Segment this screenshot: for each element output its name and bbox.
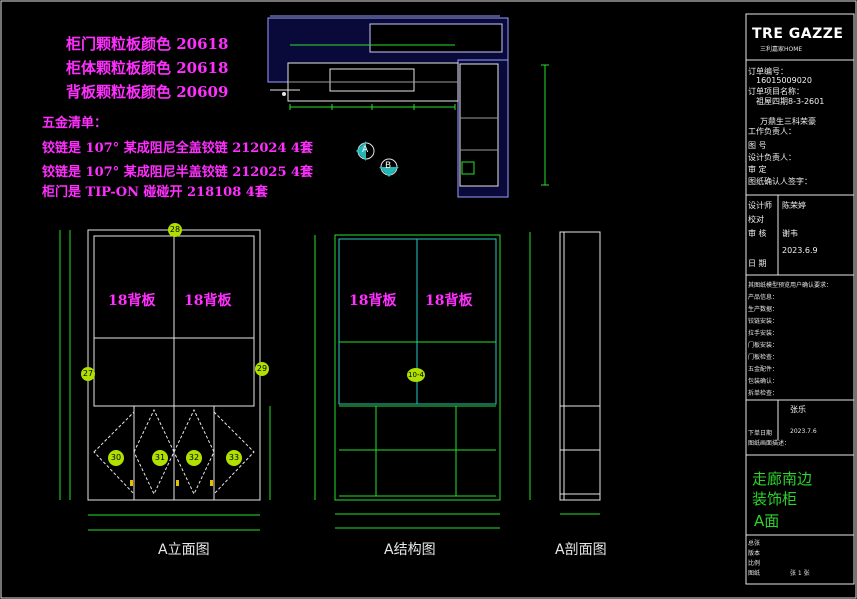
body-color-note: 柜体颗粒板颜色 20618 — [66, 59, 229, 77]
marker-a-label: A — [362, 145, 369, 155]
tb-row: 祖屋四期8-3-2601 — [756, 97, 825, 106]
hardware-item: 铰链是 107° 某成阻尼全盖铰链 212024 4套 — [42, 141, 314, 156]
section-view — [529, 231, 601, 515]
tb-check: 铰链安装： — [748, 318, 779, 325]
plan-detail-box — [461, 161, 475, 175]
back-panel-label: 18背板 — [108, 293, 156, 309]
tb-check: 生产数据： — [748, 306, 779, 313]
part-tag: 33 — [226, 450, 242, 466]
structure-outline — [334, 234, 501, 501]
tb-footer: 比例 — [748, 560, 761, 567]
brand-logo: TRE GAZZE — [752, 26, 844, 42]
part-tag: 29 — [255, 362, 269, 376]
tb-field-value: 陈荣婷 — [782, 201, 806, 210]
back-panel-label: 18背板 — [184, 293, 232, 309]
tb-footer: 版本 — [748, 550, 761, 557]
section-outline — [559, 231, 601, 501]
structure-caption: A结构图 — [384, 542, 436, 558]
tb-footer: 图纸 — [748, 570, 761, 577]
plan-drawer — [329, 68, 415, 92]
brand-subtitle: 三利嘉家HOME — [760, 46, 803, 53]
tb-row: 审 定 — [748, 165, 767, 174]
door-color-note: 柜门颗粒板颜色 20618 — [66, 35, 229, 53]
tb-check: 门板安装： — [748, 342, 779, 349]
tb-reviewer: 张乐 — [790, 405, 806, 414]
tb-field-label: 设计师 — [748, 201, 772, 210]
tb-field-label: 审 核 — [748, 229, 767, 238]
section-caption: A剖面图 — [555, 542, 607, 558]
tb-row: 图纸确认人签字： — [748, 177, 812, 186]
tb-row: 万鼎生三科荣豪 — [760, 117, 816, 126]
back-panel-label: 18背板 — [425, 293, 473, 309]
tb-row: 16015009020 — [756, 76, 812, 85]
plan-cabinet-b — [459, 63, 499, 187]
title-block-frame — [745, 13, 855, 585]
tb-footer: 张 1 张 — [790, 570, 810, 577]
structure-view — [314, 234, 501, 529]
project-name-line: A面 — [754, 512, 780, 530]
tb-drawing-label: 图纸画面描述： — [748, 440, 791, 447]
tb-check: 门板检查： — [748, 354, 779, 361]
tb-row: 设计负责人： — [748, 153, 796, 162]
tb-row: 订单项目名称： — [748, 87, 804, 96]
hardware-item: 铰链是 107° 某成阻尼半盖铰链 212025 4套 — [42, 165, 314, 180]
tb-row: 订单编号： — [748, 67, 788, 76]
part-tag: 30 — [108, 450, 124, 466]
tb-row: 工作负责人： — [748, 127, 796, 136]
project-name-line: 走廊南边 — [752, 470, 813, 488]
tb-row: 图 号 — [748, 141, 767, 150]
plan-view — [267, 15, 549, 198]
marker-b-label: B — [385, 161, 392, 171]
part-tag: 27 — [81, 367, 95, 381]
tb-field-label: 日 期 — [748, 259, 767, 268]
tb-check: 包装确认： — [748, 378, 779, 385]
part-tag: 28 — [168, 223, 182, 237]
tb-footer: 总张 — [748, 540, 761, 547]
back-color-note: 背板颗粒板颜色 20609 — [66, 83, 229, 101]
part-tag: 31 — [152, 450, 168, 466]
tb-issue-date: 2023.7.6 — [790, 428, 817, 435]
plan-opening — [369, 23, 503, 53]
back-panel-label: 18背板 — [349, 293, 397, 309]
tb-check: 产品信息： — [748, 294, 779, 301]
project-name-line: 装饰柜 — [752, 490, 798, 508]
part-tag: 10-4 — [407, 368, 425, 382]
tb-check: 拉手安装： — [748, 330, 779, 337]
tb-check: 拆单检查： — [748, 390, 779, 397]
tb-field-value: 谢韦 — [782, 229, 798, 238]
tb-issue-date-label: 下单日期 — [748, 430, 773, 437]
tb-field-value: 2023.6.9 — [782, 246, 818, 255]
tb-list-title: 其图纸模型预览用户确认要求： — [748, 282, 833, 289]
tb-check: 五金配件： — [748, 366, 779, 373]
hardware-item: 柜门是 TIP-ON 碰碰开 218108 4套 — [42, 185, 268, 200]
hardware-title: 五金清单： — [42, 116, 108, 131]
tb-field-label: 校对 — [748, 215, 764, 224]
elevation-caption: A立面图 — [158, 542, 210, 558]
part-tag: 32 — [186, 450, 202, 466]
